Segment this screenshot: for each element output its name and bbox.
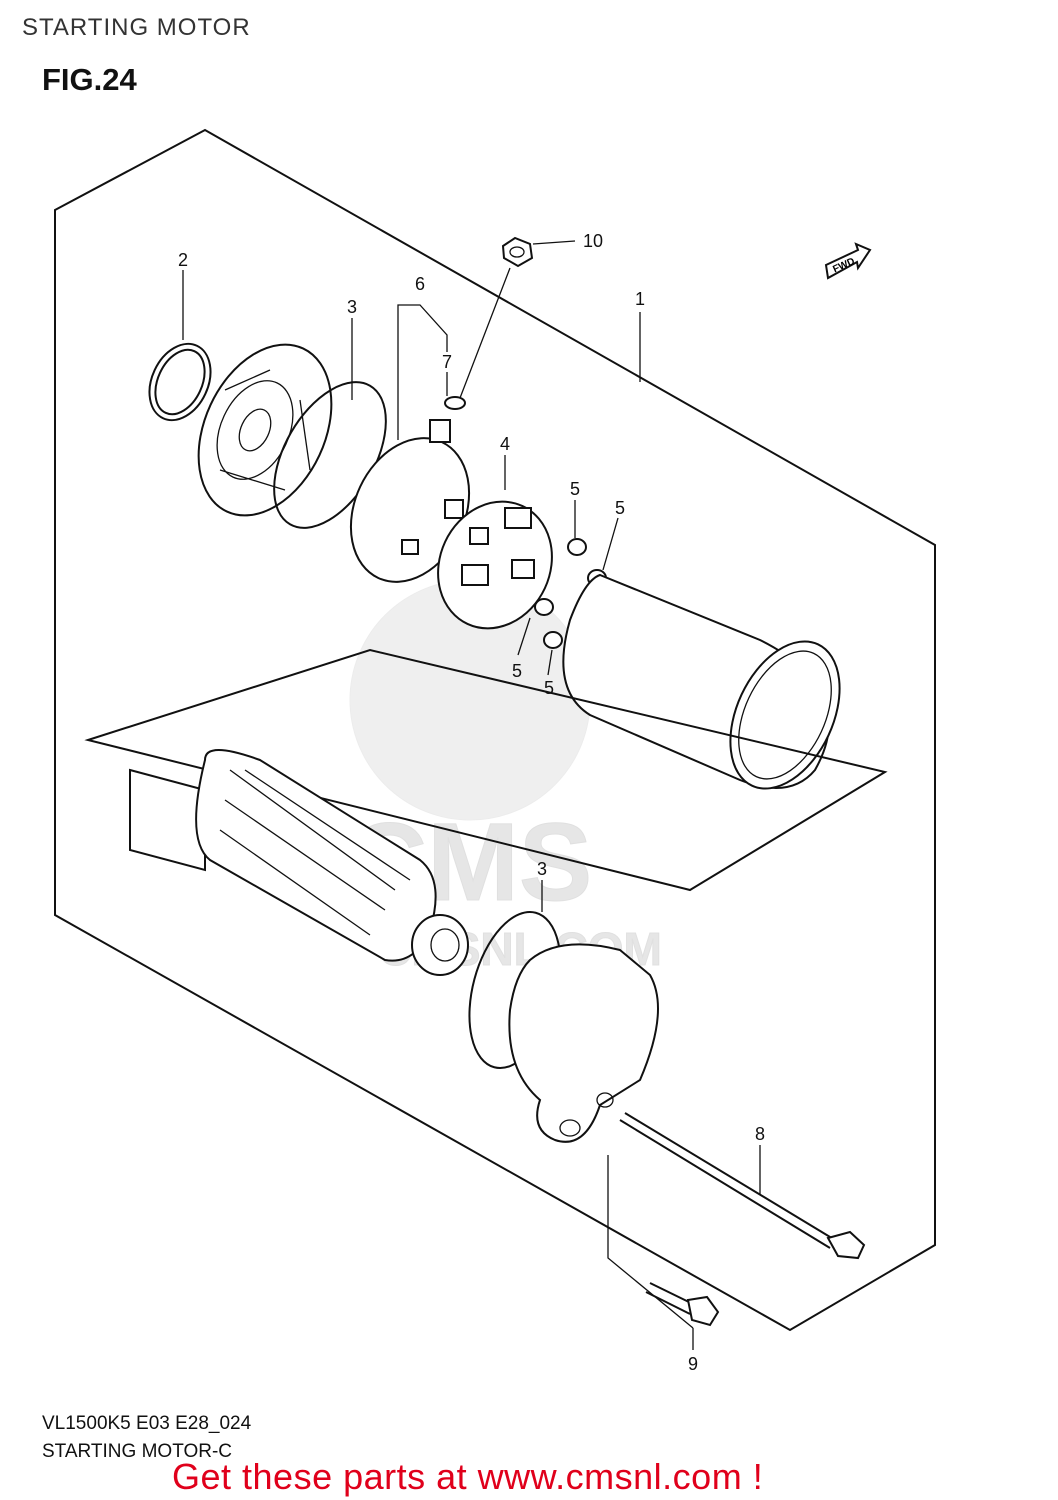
figure-number: FIG.24: [42, 62, 137, 97]
callout-6: 6: [415, 274, 425, 294]
callout-9: 9: [688, 1354, 698, 1374]
leader-lines: [182, 240, 761, 1350]
motor-yoke: [562, 573, 841, 790]
armature-subgroup-outline: [84, 648, 888, 892]
exploded-parts-diagram: CMS CMSNL.COM FWD: [54, 128, 936, 1374]
armature: [129, 749, 469, 976]
drive-end-cover: [508, 943, 659, 1143]
callout-1: 1: [635, 289, 645, 309]
callout-2: 2: [178, 250, 188, 270]
diagram-subtitle: STARTING MOTOR-C: [42, 1441, 232, 1462]
parts-link-banner[interactable]: Get these parts at www.cmsnl.com !: [172, 1456, 764, 1497]
nut: [501, 236, 534, 268]
callout-5a: 5: [570, 479, 580, 499]
callout-5d: 5: [544, 678, 554, 698]
through-bolt: [619, 1112, 866, 1260]
model-code: VL1500K5 E03 E28_024: [42, 1413, 252, 1434]
brush-holder: [437, 500, 553, 630]
page-header-title: STARTING MOTOR: [22, 14, 251, 41]
callout-3-lower: 3: [537, 859, 547, 879]
brush-plate: [349, 419, 471, 583]
mounting-bolt: [645, 1282, 720, 1327]
callout-4: 4: [500, 434, 510, 454]
callout-10: 10: [583, 231, 603, 251]
fwd-label: FWD: [831, 256, 856, 275]
assembly-outline: [54, 128, 936, 1332]
callout-3-upper: 3: [347, 297, 357, 317]
callout-numbers: 1 2 3 4 5 5 5 5 6 7 3 8 9 10: [178, 231, 765, 1374]
callout-5b: 5: [615, 498, 625, 518]
callout-7: 7: [442, 352, 452, 372]
callout-8: 8: [755, 1124, 765, 1144]
forward-direction-tag: FWD: [824, 242, 872, 280]
small-o-ring: [444, 396, 466, 410]
callout-5c: 5: [512, 661, 522, 681]
o-ring: [148, 342, 212, 422]
